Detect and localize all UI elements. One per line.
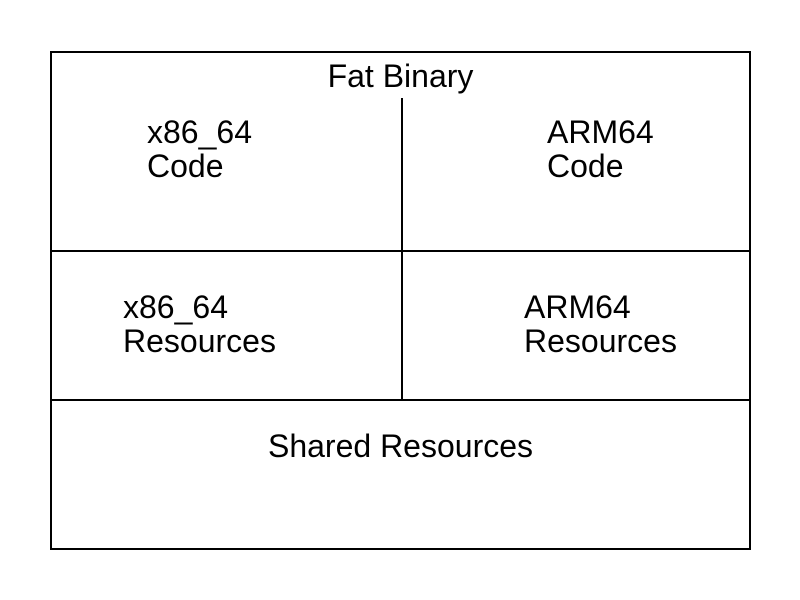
cell-x86-resources-label: x86_64 Resources [123, 289, 276, 359]
row-divider-code-resources [52, 250, 749, 252]
cell-arm64-code-label: ARM64 Code [547, 114, 654, 184]
fat-binary-box [50, 51, 751, 550]
column-divider-code [401, 98, 403, 250]
diagram-title: Fat Binary [327, 58, 474, 94]
cell-shared-resources-label: Shared Resources [267, 428, 534, 464]
column-divider-resources [401, 250, 403, 399]
cell-arm64-resources-label: ARM64 Resources [524, 289, 677, 359]
row-divider-resources-shared [52, 399, 749, 401]
cell-x86-code-label: x86_64 Code [147, 114, 252, 184]
